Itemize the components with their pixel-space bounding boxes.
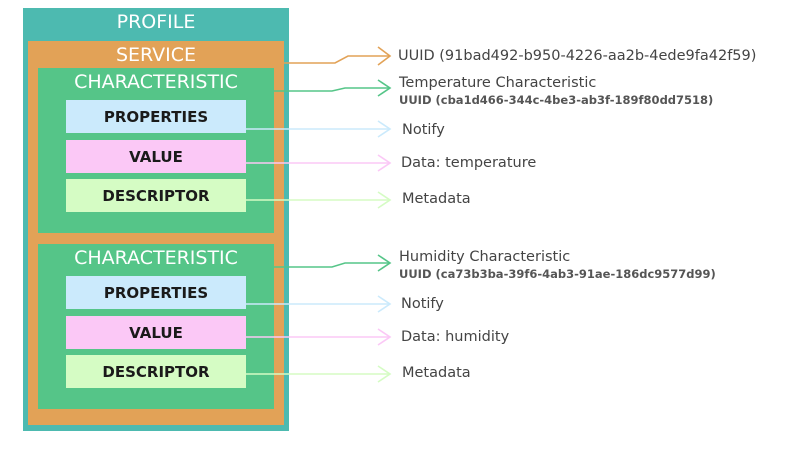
descriptor-box: DESCRIPTOR — [66, 355, 246, 388]
service-uuid-label: UUID (91bad492-b950-4226-aa2b-4ede9fa42f… — [398, 48, 757, 64]
properties-arrow — [246, 120, 392, 138]
characteristic-header: CHARACTERISTIC — [74, 71, 238, 93]
characteristic-name-label: Humidity Characteristic — [399, 249, 571, 265]
descriptor-arrow — [246, 365, 392, 383]
value-box: VALUE — [66, 316, 246, 349]
properties-box: PROPERTIES — [66, 276, 246, 309]
characteristic-header: CHARACTERISTIC — [74, 247, 238, 269]
value-arrow — [246, 328, 392, 346]
properties-box: PROPERTIES — [66, 100, 246, 133]
value-box: VALUE — [66, 140, 246, 173]
properties-arrow — [246, 295, 392, 313]
characteristic-uuid-label: UUID (cba1d466-344c-4be3-ab3f-189f80dd75… — [399, 93, 714, 107]
value-arrow — [246, 154, 392, 172]
properties-label: Notify — [401, 296, 444, 312]
characteristic-arrow-humidity — [274, 254, 392, 272]
value-label: Data: humidity — [401, 329, 510, 345]
properties-label: Notify — [402, 122, 445, 138]
characteristic-uuid-label: UUID (ca73b3ba-39f6-4ab3-91ae-186dc9577d… — [399, 267, 716, 281]
descriptor-box: DESCRIPTOR — [66, 179, 246, 212]
characteristic-name-label: Temperature Characteristic — [399, 75, 597, 91]
characteristic-arrow-temperature — [274, 79, 392, 97]
service-header: SERVICE — [115, 44, 197, 66]
profile-header: PROFILE — [116, 11, 196, 33]
service-uuid-arrow — [284, 46, 392, 66]
descriptor-label: Metadata — [402, 365, 471, 381]
descriptor-arrow — [246, 191, 392, 209]
value-label: Data: temperature — [401, 155, 537, 171]
descriptor-label: Metadata — [402, 191, 471, 207]
